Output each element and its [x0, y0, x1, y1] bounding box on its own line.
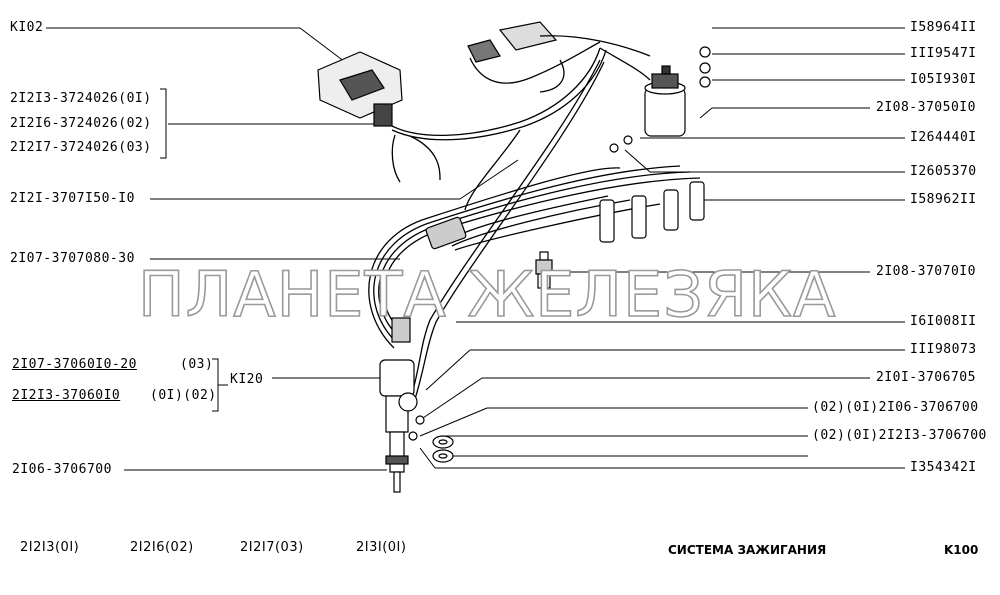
label-r6: I2605370: [910, 164, 977, 179]
footer-code: K100: [944, 543, 979, 557]
label-r9: I6I008II: [910, 314, 977, 329]
footer-title: СИСТЕМА ЗАЖИГАНИЯ: [668, 543, 827, 557]
label-r1: I58964II: [910, 20, 977, 35]
label-k120: KI20: [230, 372, 264, 387]
label-r11: 2I0I-3706705: [876, 370, 976, 385]
label-r14: I354342I: [910, 460, 977, 475]
label-r8: 2I08-37070I0: [876, 264, 976, 279]
label-r5: I264440I: [910, 130, 977, 145]
label-21213-harness: 2I2I3-3724026(0I): [10, 91, 152, 106]
label-21213-distributor: 2I2I3-37060I0: [12, 388, 121, 403]
label-2107-distributor: 2I07-37060I0-20: [12, 357, 137, 372]
footer-model-4: 2I3I(0I): [356, 540, 407, 555]
label-2121-wire: 2I2I-3707I50-I0: [10, 191, 135, 206]
label-r4: 2I08-37050I0: [876, 100, 976, 115]
footer-model-1: 2I2I3(0I): [20, 540, 80, 555]
label-k102: KI02: [10, 20, 44, 35]
label-21216-harness: 2I2I6-3724026(02): [10, 116, 152, 131]
label-21217-harness: 2I2I7-3724026(03): [10, 140, 152, 155]
label-r10: III98073: [910, 342, 977, 357]
label-r2: III9547I: [910, 46, 977, 61]
label-r3: I05I930I: [910, 72, 977, 87]
label-2106-part: 2I06-3706700: [12, 462, 112, 477]
watermark: ПЛАНЕТА ЖЕЛЕЗЯКА: [137, 257, 837, 332]
label-r13: (02)(0I)2I2I3-3706700: [812, 428, 987, 443]
label-r7: I58962II: [910, 192, 977, 207]
label-2107-wires: 2I07-3707080-30: [10, 251, 135, 266]
footer-model-2: 2I2I6(02): [130, 540, 194, 555]
footer-model-3: 2I2I7(03): [240, 540, 304, 555]
label-variant-03: (03): [180, 357, 214, 372]
label-variant-0102: (0I)(02): [150, 388, 217, 403]
label-r12: (02)(0I)2I06-3706700: [812, 400, 979, 415]
